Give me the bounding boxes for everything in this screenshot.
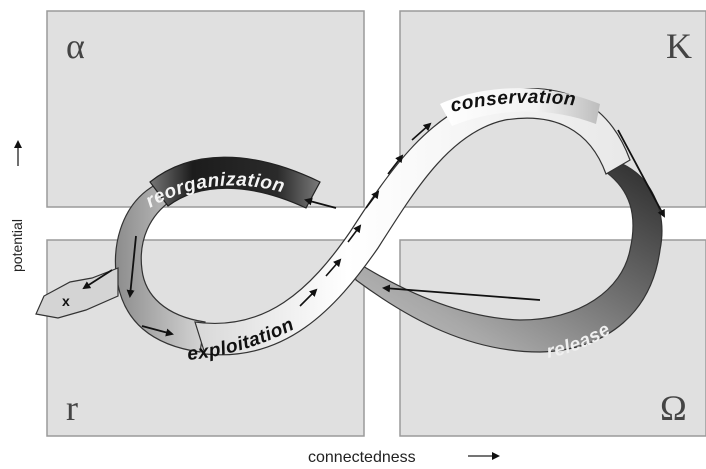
- reorganization-band: [149, 156, 321, 209]
- corner-label-alpha: α: [66, 26, 85, 66]
- arrow-rising-3: [347, 224, 362, 243]
- exit-mark: x: [62, 293, 70, 309]
- arrow-into-exploitation: [141, 325, 174, 337]
- release-band: [349, 161, 663, 353]
- arrow-reorganization-left: [304, 197, 337, 209]
- y-axis-label: potential: [9, 219, 25, 272]
- arrow-rising-5: [387, 154, 404, 175]
- arrow-release-left: [382, 284, 541, 301]
- arrow-rising-4: [365, 190, 380, 209]
- corner-label-k: K: [666, 26, 692, 66]
- left-loop-band: [114, 184, 206, 353]
- conservation-highlight: [440, 88, 600, 126]
- exploitation-conservation-band: [194, 88, 631, 356]
- arrow-rising-6: [411, 122, 432, 141]
- exit-tail: [35, 267, 119, 319]
- arrow-rising-1: [299, 288, 318, 307]
- corner-label-omega: Ω: [660, 388, 687, 428]
- x-axis-label: connectedness: [308, 449, 416, 466]
- arrow-rising-2: [325, 258, 342, 277]
- corner-label-r: r: [66, 388, 78, 428]
- arrow-left-loop-down: [126, 235, 137, 298]
- arrow-exit: [82, 269, 113, 290]
- arrow-conservation-to-release: [617, 129, 665, 218]
